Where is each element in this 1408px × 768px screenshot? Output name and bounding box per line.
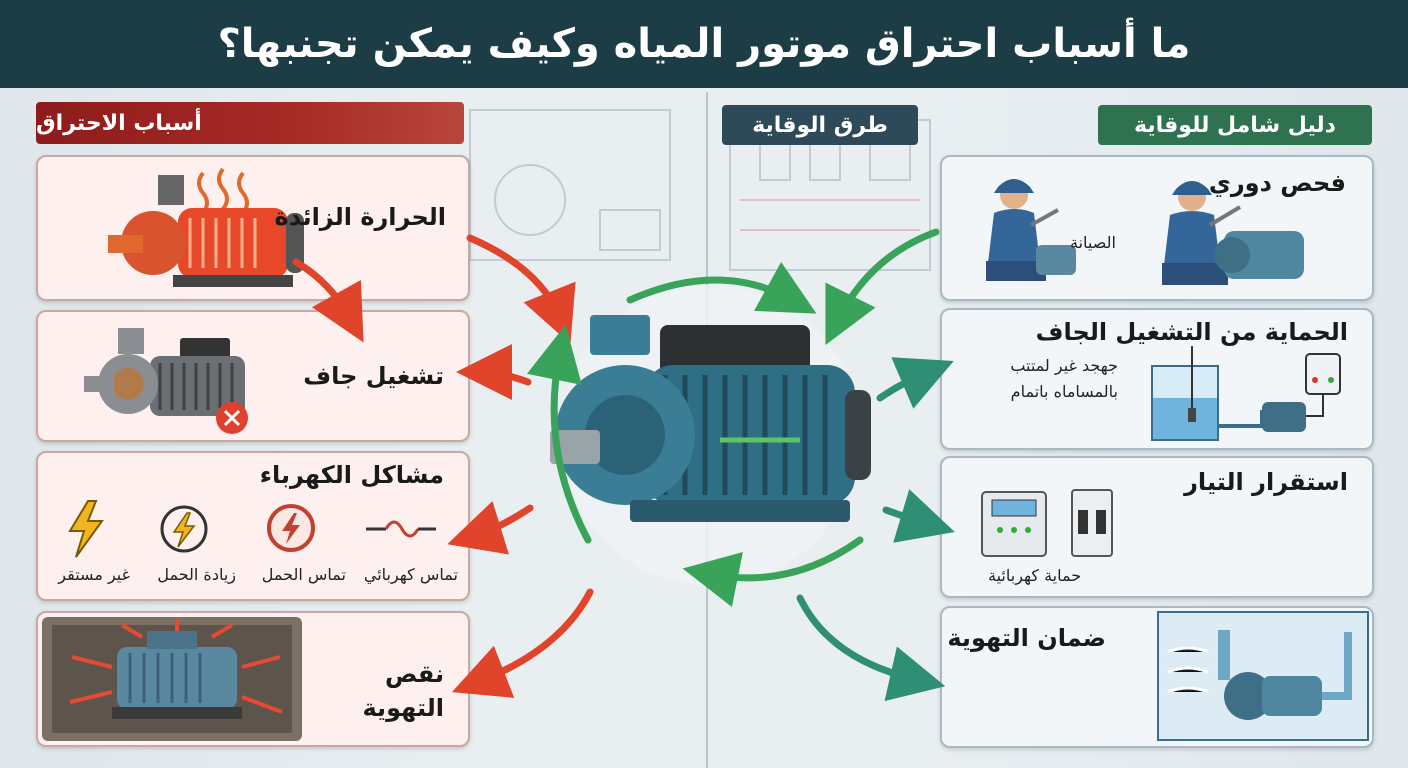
electrical-item-4: غير مستقر <box>58 565 130 584</box>
background-schematic <box>469 109 931 271</box>
electrical-protection-label: حماية كهربائية <box>988 566 1082 585</box>
bolt-icon <box>68 500 104 558</box>
guide-ribbon: دليل شامل للوقاية <box>1098 105 1372 145</box>
dry-protection-note-1: جهجد غير لمتتب <box>1010 356 1118 375</box>
overheated-motor-icon <box>108 167 304 287</box>
wire-spark-icon <box>366 520 436 538</box>
circuit-breaker-icon <box>1071 489 1113 557</box>
arrow-motor-to-ventilation <box>451 588 594 698</box>
cause-overheat-title: الحرارة الزائدة <box>274 203 446 231</box>
current-title: استقرار التيار <box>1184 468 1348 496</box>
arrow-motor-to-current <box>882 489 955 543</box>
center-water-motor-icon <box>550 285 871 585</box>
arrow-motor-to-electrical <box>447 501 534 555</box>
ventilation-title: ضمان التهوية <box>947 624 1106 652</box>
cause-card-ventilation: نقص التهوية <box>36 611 470 747</box>
short-circuit-icon <box>267 504 315 552</box>
cause-card-electrical: مشاكل الكهرباء تماس كهربائي تماس الحمل ز… <box>36 451 470 601</box>
arrow-motor-to-dry <box>456 344 532 401</box>
cause-card-overheat: الحرارة الزائدة <box>36 155 470 301</box>
prevention-card-ventilation: ضمان التهوية <box>940 606 1374 748</box>
electrical-item-1: تماس كهربائي <box>363 565 458 584</box>
overload-bolt-icon <box>160 505 208 553</box>
maintenance-label: الصيانة <box>1070 233 1116 252</box>
prevention-ribbon: طرق الوقاية <box>722 105 918 145</box>
dusty-motor-icon <box>42 617 302 741</box>
electrical-item-2: تماس الحمل <box>261 565 346 584</box>
page-title: ما أسباب احتراق موتور المياه وكيف يمكن ت… <box>0 0 1408 88</box>
electrical-item-3: زيادة الحمل <box>157 565 236 584</box>
pump-motor-icon <box>84 328 248 434</box>
water-tank-sensor-icon <box>1151 346 1341 441</box>
arrow-motor-to-dry-protection <box>876 357 954 409</box>
dry-protection-title: الحماية من التشغيل الجاف <box>1035 318 1348 346</box>
cause-card-dry-run: تشغيل جاف <box>36 310 470 442</box>
dry-protection-note-2: بالمساماه باتمام <box>1010 382 1118 401</box>
causes-ribbon: أسباب الاحتراق <box>36 102 464 144</box>
cause-ventilation-title: نقص التهوية <box>362 660 445 722</box>
technician-pump-icon <box>1162 181 1304 285</box>
prevention-card-dry-run: الحماية من التشغيل الجاف جهجد غير لمتتب … <box>940 308 1374 450</box>
cause-electrical-title: مشاكل الكهرباء <box>259 461 444 489</box>
ventilated-pump-icon <box>1157 611 1369 741</box>
prevention-card-inspection: فحص دوري الصيانة <box>940 155 1374 301</box>
inspection-title: فحص دوري <box>1208 169 1346 197</box>
voltage-protector-icon <box>981 491 1047 557</box>
cause-dry-run-title: تشغيل جاف <box>303 362 444 390</box>
prevention-card-current: استقرار التيار حماية كهربائية <box>940 456 1374 598</box>
arrow-motor-to-ventilation-right <box>796 594 946 702</box>
technician-icon <box>986 179 1076 281</box>
